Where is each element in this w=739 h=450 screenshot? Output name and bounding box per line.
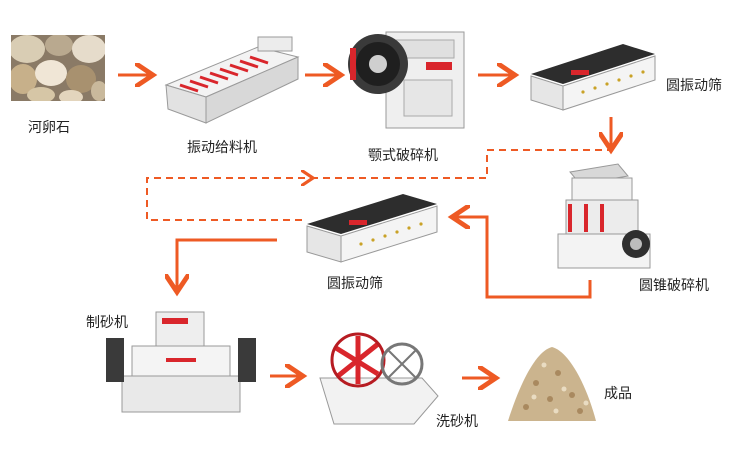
sand-washing-machine <box>319 332 439 425</box>
pebbles-node <box>11 35 105 101</box>
label-vibrating-screen-1: 圆振动筛 <box>666 78 722 94</box>
sand-maker-node <box>102 308 260 418</box>
arrow-cone-to-screen2 <box>455 217 592 299</box>
label-jaw-crusher: 颚式破碎机 <box>368 148 438 164</box>
finished-sand-pile-image <box>508 347 596 421</box>
label-product: 成品 <box>604 386 632 402</box>
dashed-arrow-screen2-to-jaw <box>146 178 311 221</box>
cone-crusher-node <box>548 160 658 272</box>
circular-vibrating-screen-machine <box>530 44 656 111</box>
label-pebbles: 河卵石 <box>28 120 70 136</box>
label-vibrating-feeder: 振动给料机 <box>187 140 257 156</box>
circular-vibrating-screen-machine <box>306 194 438 263</box>
product-node <box>506 343 598 423</box>
dashed-return-line <box>311 149 611 179</box>
jaw-crusher-machine <box>348 31 465 129</box>
screen-2-node <box>303 190 441 264</box>
cone-crusher-machine <box>557 163 651 269</box>
sand-making-machine <box>106 311 256 413</box>
pebble-stones-image <box>11 35 105 101</box>
vibrating-feeder-node <box>158 35 303 125</box>
vibrating-feeder-machine <box>164 36 300 124</box>
screen-1-node <box>527 40 657 112</box>
label-sand-maker: 制砂机 <box>86 315 128 331</box>
sand-washer-node <box>318 330 440 426</box>
arrow-screen2-to-sandmaker <box>177 238 277 289</box>
label-vibrating-screen-2: 圆振动筛 <box>327 276 383 292</box>
label-cone-crusher: 圆锥破碎机 <box>639 278 709 294</box>
label-sand-washer: 洗砂机 <box>436 414 478 430</box>
jaw-crusher-node <box>344 18 469 136</box>
